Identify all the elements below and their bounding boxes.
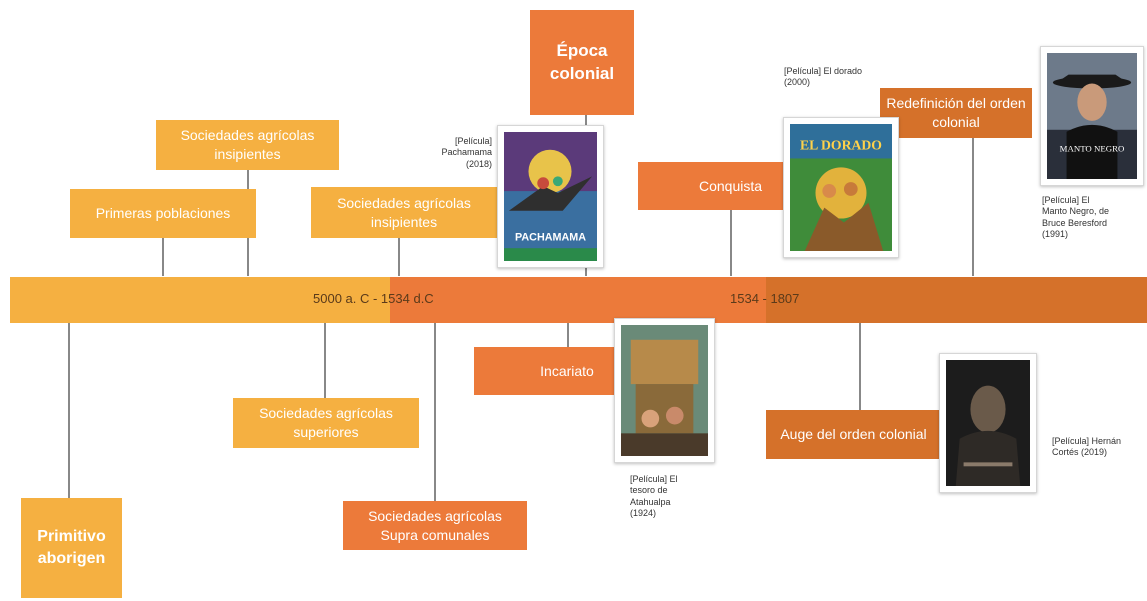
connector-line <box>972 138 974 276</box>
film-caption-el-dorado: [Película] El dorado (2000) <box>784 66 863 88</box>
event-sociedades-agricolas-supra-comunales: Sociedades agrícolas Supra comunales <box>343 501 527 550</box>
connector-line <box>324 323 326 398</box>
film-caption-pachamama: [Película] Pachamama (2018) <box>441 136 492 169</box>
poster-el-tesoro-de-atahualpa <box>614 318 715 463</box>
connector-line <box>68 323 70 498</box>
event-sociedades-agricolas-superiores: Sociedades agrícolas superiores <box>233 398 419 448</box>
poster-title: PACHAMAMA <box>515 231 586 243</box>
connector-line <box>434 323 436 501</box>
connector-line <box>730 210 732 276</box>
event-redefinicion-orden-colonial: Redefinición del orden colonial <box>880 88 1032 138</box>
film-caption-el-manto-negro: [Película] El Manto Negro, de Bruce Bere… <box>1042 195 1110 239</box>
period-label-colonial: 1534 - 1807 <box>730 291 800 306</box>
poster-hernan-cortes <box>939 353 1037 493</box>
era-primitivo-aborigen: Primitivo aborigen <box>21 498 122 598</box>
film-caption-el-tesoro-de-atahualpa: [Película] El tesoro de Atahualpa (1924) <box>630 474 678 518</box>
timeline-band-incariato <box>390 277 766 323</box>
event-sociedades-agricolas-insipientes: Sociedades agrícolas insipientes <box>156 120 339 170</box>
period-label-prehispanic: 5000 a. C - 1534 d.C <box>313 291 434 306</box>
event-auge-orden-colonial: Auge del orden colonial <box>766 410 941 459</box>
poster-title: EL DORADO <box>800 138 882 153</box>
film-caption-hernan-cortes: [Película] Hernán Cortés (2019) <box>1052 436 1122 458</box>
timeline-band-prehispanic <box>10 277 390 323</box>
connector-line <box>567 323 569 347</box>
era-epoca-colonial: Época colonial <box>530 10 634 115</box>
event-sociedades-agricolas-insipientes-2: Sociedades agrícolas insipientes <box>311 187 497 238</box>
timeline-band-colonial <box>766 277 1147 323</box>
connector-line <box>398 238 400 276</box>
poster-title: MANTO NEGRO <box>1060 143 1125 153</box>
event-primeras-poblaciones: Primeras poblaciones <box>70 189 256 238</box>
connector-line <box>859 323 861 410</box>
poster-el-dorado: EL DORADO <box>783 117 899 258</box>
connector-line <box>162 238 164 276</box>
poster-el-manto-negro: MANTO NEGRO <box>1040 46 1144 186</box>
poster-pachamama: PACHAMAMA <box>497 125 604 268</box>
